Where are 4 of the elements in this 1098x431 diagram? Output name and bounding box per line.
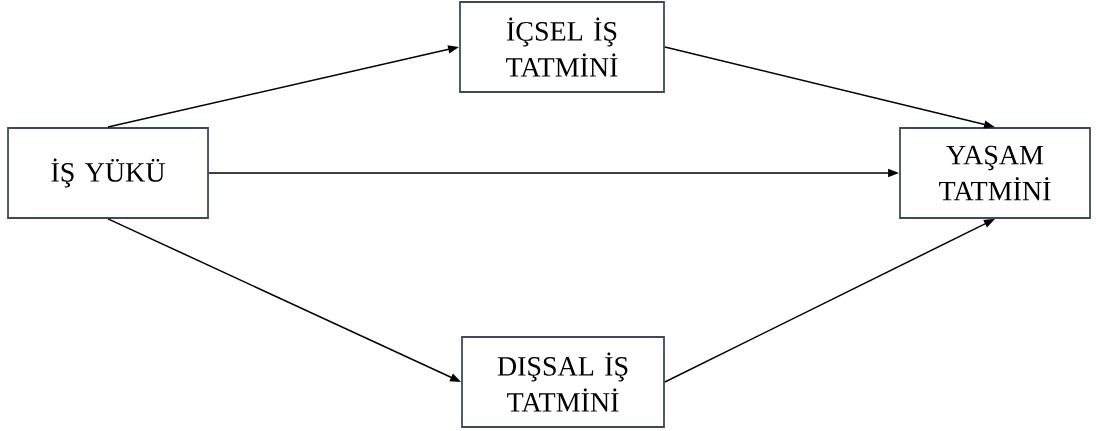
- concept-box: İŞ YÜKÜ: [7, 127, 209, 219]
- concept-box: YAŞAM TATMİNİ: [899, 127, 1091, 219]
- concept-box: DIŞSAL İŞ TATMİNİ: [461, 336, 665, 428]
- concept-box: İÇSEL İŞ TATMİNİ: [459, 1, 665, 93]
